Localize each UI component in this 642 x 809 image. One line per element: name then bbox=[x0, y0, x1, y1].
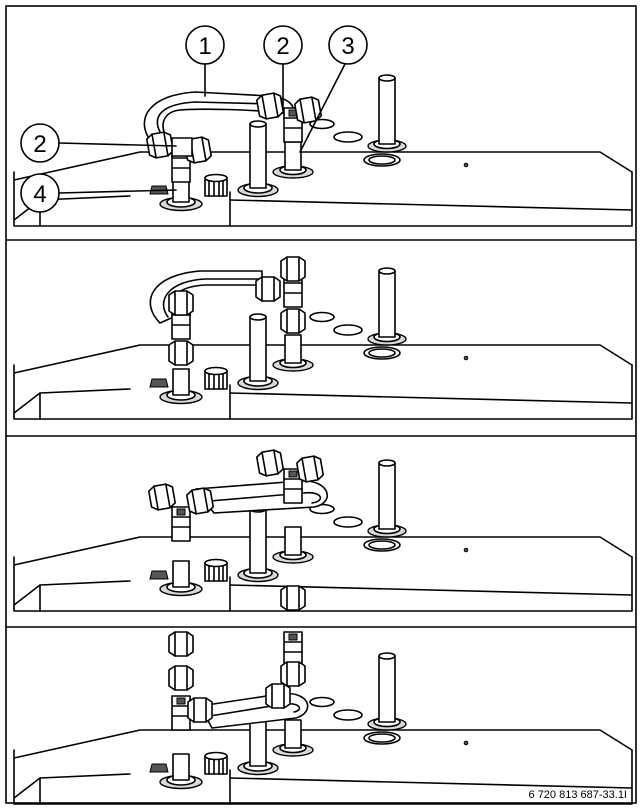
figure-reference: 6 720 813 687-33.1I bbox=[529, 789, 627, 801]
panel-1: 1 2 3 2 4 bbox=[13, 25, 633, 227]
callout-4: 4 bbox=[20, 173, 177, 213]
callout-3-label: 3 bbox=[341, 33, 354, 60]
callout-1: 1 bbox=[185, 25, 225, 97]
callout-3: 3 bbox=[299, 25, 368, 153]
figure-frame bbox=[5, 5, 637, 804]
panel-3 bbox=[13, 448, 633, 612]
callout-2-left-label: 2 bbox=[33, 131, 46, 158]
panel-4 bbox=[13, 585, 633, 805]
callout-2-left: 2 bbox=[20, 123, 177, 163]
callout-2-top-label: 2 bbox=[276, 33, 289, 60]
callout-2-top: 2 bbox=[263, 25, 303, 109]
callout-1-label: 1 bbox=[198, 33, 211, 60]
panel-2 bbox=[13, 256, 633, 420]
callout-4-label: 4 bbox=[33, 181, 46, 208]
